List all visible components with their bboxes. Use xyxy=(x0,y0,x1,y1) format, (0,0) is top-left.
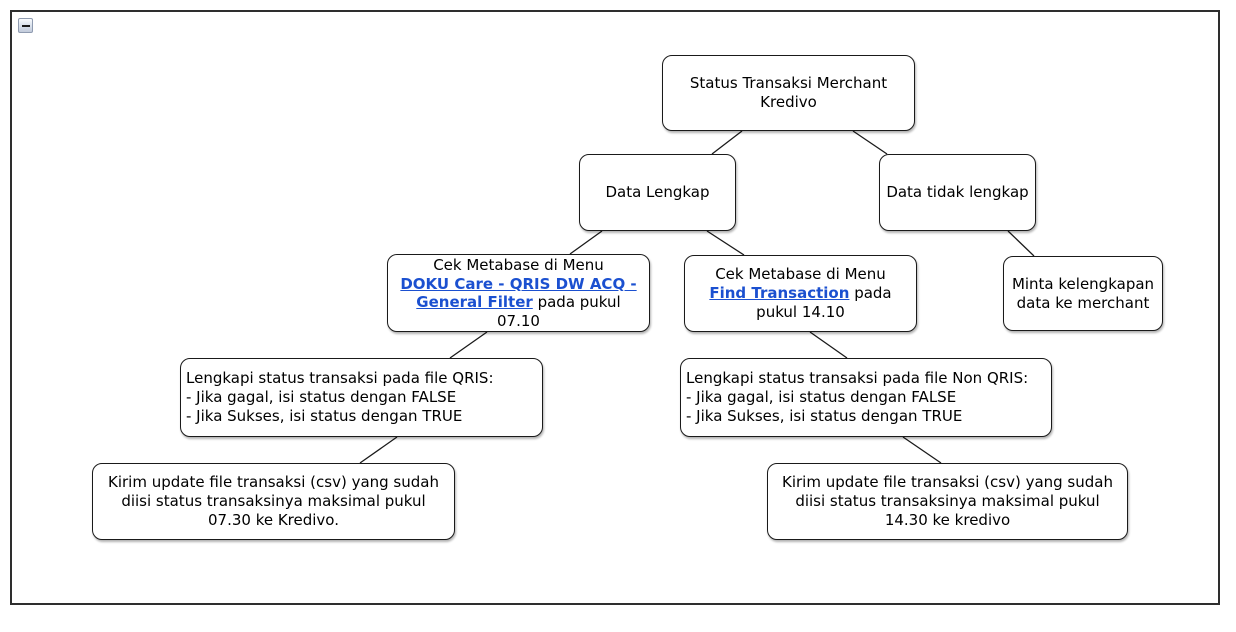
node-text-line: Data Lengkap xyxy=(605,183,710,201)
node-text-line: Status Transaksi Merchant xyxy=(689,74,888,92)
node-text-line: Data tidak lengkap xyxy=(886,183,1029,201)
node-kirim-update-non-qris[interactable]: Kirim update file transaksi (csv) yang s… xyxy=(767,463,1128,540)
node-text-line: 07.30 ke Kredivo. xyxy=(207,511,339,529)
node-text-line: Kredivo xyxy=(760,93,817,111)
metabase-doku-care-link[interactable]: DOKU Care - QRIS DW ACQ - xyxy=(400,274,637,293)
node-text-line: 07.10 xyxy=(497,311,540,330)
node-text-line: diisi status transaksinya maksimal pukul xyxy=(795,492,1100,510)
find-transaction-link[interactable]: Find Transaction xyxy=(709,284,850,302)
node-minta-kelengkapan[interactable]: Minta kelengkapan data ke merchant xyxy=(1003,256,1163,331)
node-kirim-update-qris[interactable]: Kirim update file transaksi (csv) yang s… xyxy=(92,463,455,540)
node-text-line: 14.30 ke kredivo xyxy=(884,511,1011,529)
node-data-lengkap[interactable]: Data Lengkap xyxy=(579,154,736,231)
node-data-tidak-lengkap[interactable]: Data tidak lengkap xyxy=(879,154,1036,231)
node-text-line: Kirim update file transaksi (csv) yang s… xyxy=(782,473,1113,491)
node-text-segment: pada xyxy=(854,284,892,302)
node-text-line: - Jika Sukses, isi status dengan TRUE xyxy=(686,407,963,425)
collapse-minus-icon xyxy=(21,24,30,27)
node-text-segment: pada pukul xyxy=(537,293,621,311)
node-text-line: - Jika gagal, isi status dengan FALSE xyxy=(186,388,457,406)
node-text-line: data ke merchant xyxy=(1016,293,1150,312)
node-text-line: diisi status transaksinya maksimal pukul xyxy=(121,492,426,510)
node-lengkapi-qris[interactable]: Lengkapi status transaksi pada file QRIS… xyxy=(180,358,543,437)
node-text-line: pukul 14.10 xyxy=(756,303,845,321)
node-cek-metabase-find[interactable]: Cek Metabase di Menu Find Transaction pa… xyxy=(684,255,917,332)
node-text-line: - Jika Sukses, isi status dengan TRUE xyxy=(186,407,463,425)
node-lengkapi-non-qris[interactable]: Lengkapi status transaksi pada file Non … xyxy=(680,358,1052,437)
node-text-line: Cek Metabase di Menu xyxy=(433,256,604,274)
node-text-line: - Jika gagal, isi status dengan FALSE xyxy=(686,388,957,406)
node-text-line: Kirim update file transaksi (csv) yang s… xyxy=(108,473,439,491)
metabase-general-filter-link[interactable]: General Filter xyxy=(416,293,533,311)
node-text-line: Minta kelengkapan xyxy=(1011,274,1155,293)
node-status-transaksi-root[interactable]: Status Transaksi Merchant Kredivo xyxy=(662,55,915,131)
node-text-line: Lengkapi status transaksi pada file QRIS… xyxy=(186,369,494,387)
collapse-button[interactable] xyxy=(18,18,33,33)
node-cek-metabase-qris[interactable]: Cek Metabase di Menu DOKU Care - QRIS DW… xyxy=(387,254,650,332)
node-text-line: Lengkapi status transaksi pada file Non … xyxy=(686,369,1029,387)
node-text-line: Cek Metabase di Menu xyxy=(715,265,886,283)
